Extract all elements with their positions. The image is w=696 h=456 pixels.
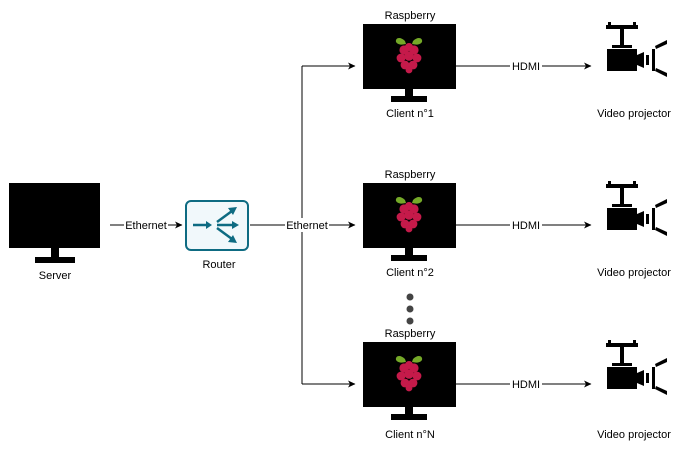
projector-1-label: Video projector [597,108,671,120]
router-label: Router [202,259,235,271]
projector-3-label: Video projector [597,429,671,441]
client-n-label: Client n°N [385,429,435,441]
vertical-ellipsis-icon [406,293,414,325]
edge-label-ethernet-1: Ethernet [125,220,167,232]
edge-label-hdmi-1: HDMI [512,61,540,73]
video-projector-icon [606,340,667,395]
projector-1-node[interactable]: Video projector [597,22,671,120]
monitor-icon [9,183,100,263]
server-node[interactable]: Server [9,183,100,282]
projector-3-node[interactable]: Video projector [597,340,671,441]
router-node[interactable]: Router [185,200,249,271]
server-label: Server [39,270,72,282]
client-1-label: Client n°1 [386,108,434,120]
projector-2-node[interactable]: Video projector [597,181,671,279]
client-n-top-label: Raspberry [385,328,436,340]
video-projector-icon [606,22,667,77]
client-n-node[interactable]: Raspberry Client n°N [363,328,456,441]
video-projector-icon [606,181,667,236]
edge-label-hdmi-2: HDMI [512,220,540,232]
edge-label-hdmi-3: HDMI [512,379,540,391]
client-2-label: Client n°2 [386,267,434,279]
client-1-node[interactable]: Raspberry Client n°1 [363,10,456,120]
client-2-top-label: Raspberry [385,169,436,181]
projector-2-label: Video projector [597,267,671,279]
client-1-top-label: Raspberry [385,10,436,22]
router-icon [185,200,249,251]
edge-label-ethernet-2: Ethernet [286,220,328,232]
client-2-node[interactable]: Raspberry Client n°2 [363,169,456,279]
